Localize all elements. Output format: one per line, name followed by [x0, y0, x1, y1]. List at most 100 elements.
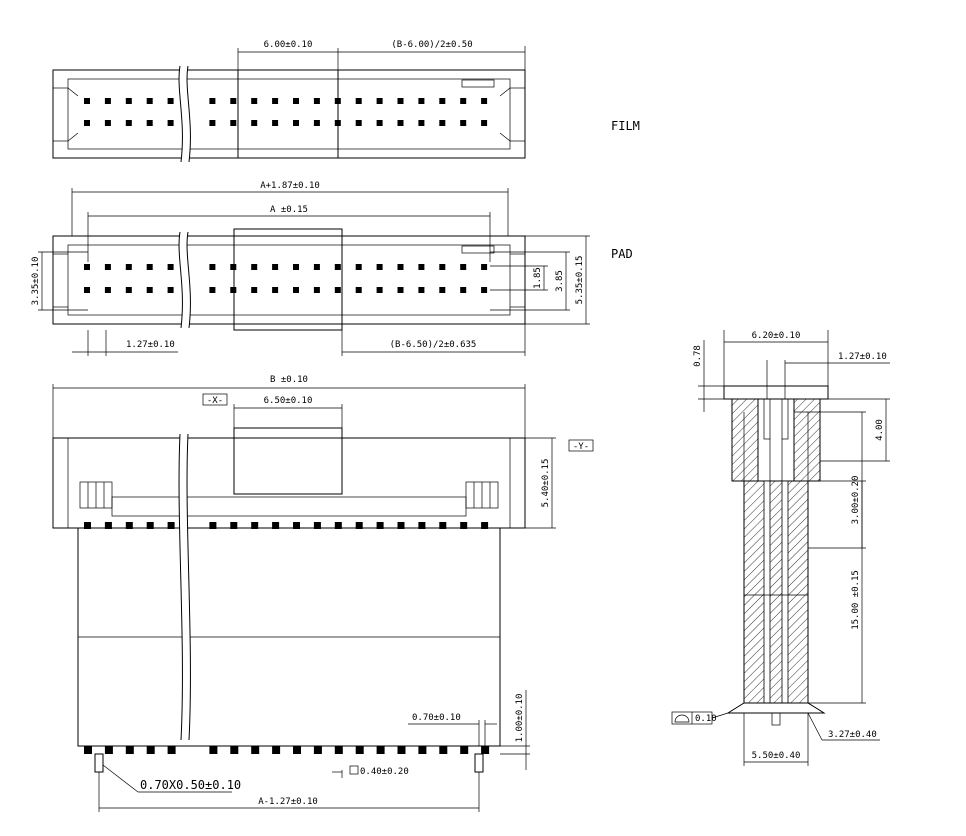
front-540-label: 5.40±0.15 [541, 459, 551, 508]
pad-pin [313, 287, 320, 293]
contact-pin [334, 746, 343, 754]
pad-pin [146, 287, 153, 293]
front-650-label: 6.50±0.10 [264, 396, 313, 406]
contact-pin [251, 746, 260, 754]
film-pin [334, 120, 341, 126]
film-pin [146, 98, 153, 104]
pad-pin [355, 264, 362, 270]
pad-pin [251, 287, 258, 293]
contact-pin [293, 746, 301, 754]
pad-535-label: 5.35±0.15 [575, 256, 585, 305]
film-pin [209, 98, 216, 104]
film-pin [104, 120, 111, 126]
pad-pin [376, 264, 383, 270]
film-pin [439, 98, 446, 104]
contact-pin [293, 522, 300, 529]
pad-pin [439, 287, 446, 293]
pad-pin [481, 264, 488, 270]
film-pin [272, 120, 279, 126]
pad-pin [146, 264, 153, 270]
pad-pin [313, 264, 320, 270]
film-pin [355, 120, 362, 126]
film-pin [84, 120, 90, 126]
film-pin [84, 98, 90, 104]
film-pin [251, 120, 258, 126]
contact-pin [272, 746, 281, 754]
pad-pin [376, 287, 383, 293]
film-pin [397, 98, 404, 104]
pad-pin [125, 264, 132, 270]
front-a127-label: A-1.27±0.10 [258, 797, 318, 807]
film-pin [376, 98, 383, 104]
film-pin [418, 98, 425, 104]
pad-pin [272, 287, 279, 293]
film-pin [313, 98, 320, 104]
film-pin [104, 98, 111, 104]
film-pin [355, 98, 362, 104]
front-070-label: 0.70±0.10 [412, 713, 461, 723]
side-620-label: 6.20±0.10 [752, 331, 801, 341]
contact-pin [230, 746, 239, 754]
pad-pin [230, 264, 237, 270]
pad-pin [167, 264, 174, 270]
pad-pin [125, 287, 132, 293]
pad-pin [334, 287, 341, 293]
pad-pin [439, 264, 446, 270]
contact-pin [125, 746, 134, 754]
film-pin [481, 120, 488, 126]
pad-pin [104, 287, 111, 293]
datum-y-label: -Y- [573, 442, 589, 452]
pin-size-label: 0.70X0.50±0.10 [140, 778, 241, 792]
contact-pin [230, 522, 238, 529]
contact-pin [460, 746, 469, 754]
contact-pin [397, 746, 406, 754]
pad-pin [209, 287, 216, 293]
film-pin [125, 120, 132, 126]
contact-pin [313, 522, 321, 529]
contact-pin [439, 522, 447, 529]
pad-pin [84, 264, 90, 270]
front-040-label: 0.40±0.20 [360, 767, 409, 777]
front-view: B ±0.10 -X- 6.50±0.10 -Y- 5.40±0.15 1.00… [52, 375, 594, 812]
side-078-label: 0.78 [693, 345, 703, 367]
film-pin [313, 120, 320, 126]
film-pin [376, 120, 383, 126]
film-pin [460, 120, 467, 126]
film-pin [418, 120, 425, 126]
pad-pin [355, 287, 362, 293]
pad-label: PAD [611, 247, 633, 261]
pad-pin [460, 287, 467, 293]
front-100-label: 1.00±0.10 [515, 694, 525, 743]
contact-pin [251, 522, 259, 529]
contact-pin [418, 746, 427, 754]
pad-pin [230, 287, 237, 293]
contact-pin [146, 522, 154, 529]
side-1500-label: 15.00 ±0.15 [851, 570, 861, 630]
side-550-label: 5.50±0.40 [752, 751, 801, 761]
pad-pin [397, 264, 404, 270]
contact-pin [125, 522, 133, 529]
pad-pin [209, 264, 216, 270]
film-pin [439, 120, 446, 126]
pad-a187-label: A+1.87±0.10 [260, 181, 320, 191]
contact-pin [439, 746, 448, 754]
contact-pin [167, 522, 175, 529]
film-pin [481, 98, 488, 104]
contact-pin [84, 746, 92, 754]
pad-pin [397, 287, 404, 293]
contact-pin [460, 522, 468, 529]
contact-pin [376, 522, 384, 529]
side-327-label: 3.27±0.40 [828, 730, 877, 740]
contact-pin [397, 522, 405, 529]
contact-pin [481, 746, 490, 754]
contact-pin [84, 522, 91, 529]
pad-335-label: 3.35±0.10 [31, 257, 41, 306]
contact-pin [167, 746, 176, 754]
pad-185-label: 1.85 [533, 267, 543, 289]
contact-pin [334, 522, 342, 529]
film-pin [230, 98, 237, 104]
film-pin [397, 120, 404, 126]
contact-pin [209, 522, 217, 529]
contact-pin [209, 746, 218, 754]
